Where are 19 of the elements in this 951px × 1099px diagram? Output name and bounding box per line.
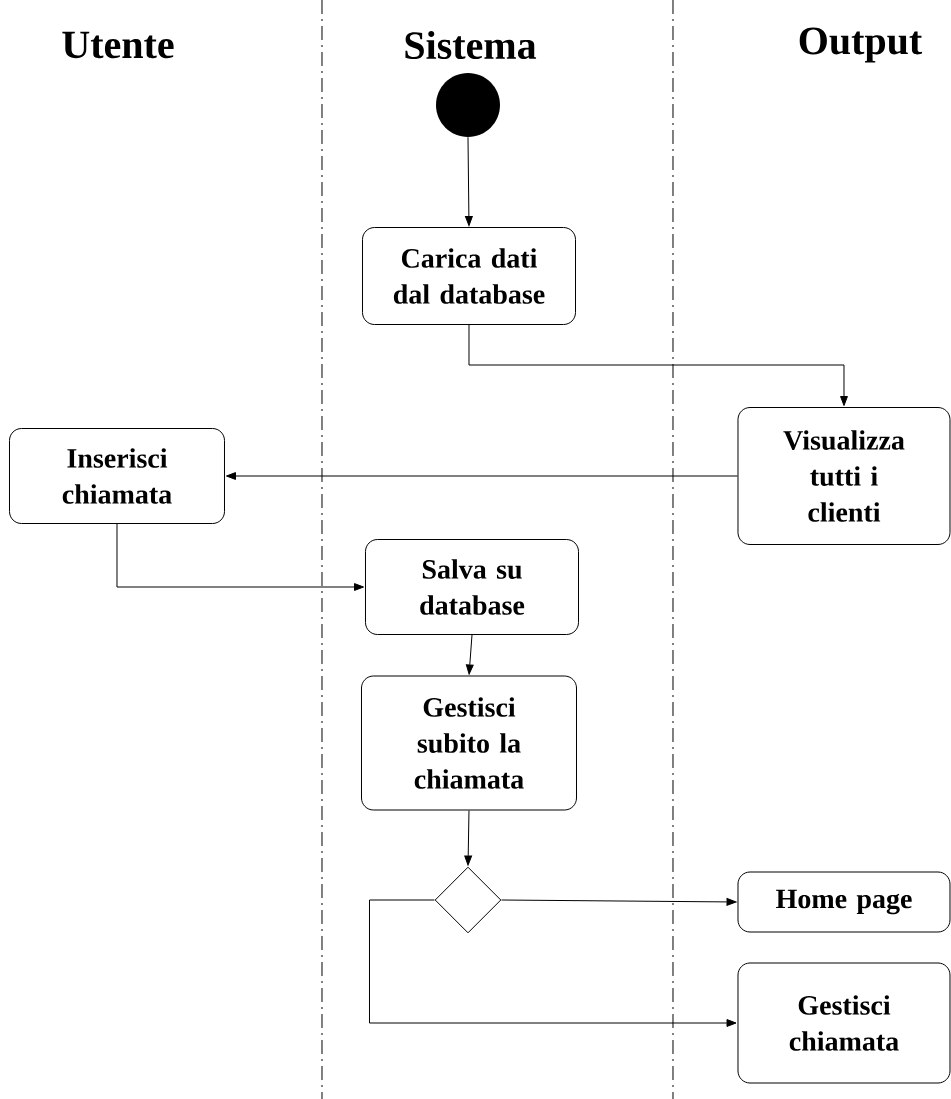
action-box: Gestisci subito la chiamata	[361, 675, 577, 811]
arrow	[369, 899, 737, 1027]
arrow	[464, 136, 473, 227]
action-box: Visualizza tutti i clienti	[737, 407, 951, 545]
arrow	[225, 472, 738, 480]
lane-heading: Utente	[62, 31, 174, 59]
arrow	[464, 810, 473, 866]
action-box: Inserisci chiamata	[9, 428, 225, 524]
action-box: Gestisci chiamata	[737, 962, 951, 1084]
action-box: Home page	[737, 871, 951, 933]
arrow	[501, 898, 737, 906]
arrow	[465, 634, 474, 675]
arrow	[468, 324, 848, 407]
action-box: Salva su database	[365, 539, 579, 635]
arrow	[116, 523, 365, 591]
start-dot	[436, 73, 500, 137]
action-box: Carica dati dal database	[362, 227, 576, 325]
lane-heading: Output	[799, 27, 923, 63]
decision-diamond	[434, 866, 502, 934]
